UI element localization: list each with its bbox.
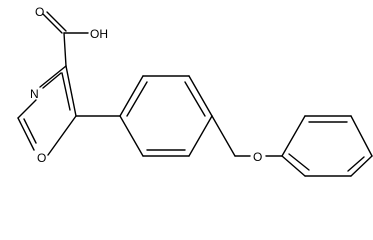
carboxylic-acid-group: [42, 11, 89, 67]
bond-c5-c4-inner: [61, 72, 71, 111]
bond-p6-p1: [281, 155, 306, 177]
bond-c2-o1: [17, 117, 35, 151]
benzyloxy-linker: [211, 115, 283, 157]
benzene-ring-central: [119, 75, 213, 157]
bond-c4-n3-inner: [42, 72, 62, 89]
bond-p3-p4: [350, 115, 373, 157]
bond-n3-c2: [17, 99, 37, 119]
atom-label-oh: OH: [90, 27, 108, 41]
chemical-structure-diagram: O OH N O O: [17, 5, 373, 177]
atom-label-n: N: [30, 87, 39, 101]
bond-c-o-double-a: [42, 13, 63, 34]
atom-label-carbonyl-o: O: [35, 5, 44, 19]
bond-p1-p2: [281, 115, 306, 157]
bond-p6-p1-inner: [288, 153, 310, 171]
bond-b3-b4: [188, 75, 213, 117]
bond-c-o-double-b: [46, 11, 67, 32]
bond-c4-n3: [39, 65, 67, 88]
benzene-ring-phenyl: [281, 115, 373, 177]
bond-c5-c4: [65, 65, 77, 117]
bond-benzene-ch2: [211, 115, 236, 157]
bond-o1-c5: [47, 115, 77, 156]
bond-b1-b2: [119, 75, 144, 117]
bond-b1-b2-inner: [126, 81, 148, 117]
bond-p4-p5: [350, 155, 373, 177]
oxazole-ring: [17, 65, 77, 156]
atom-label-ether-o: O: [253, 150, 262, 164]
bond-c4-cooh: [63, 32, 67, 67]
atom-label-ring-o: O: [37, 151, 46, 165]
bond-p4-p5-inner: [347, 156, 365, 172]
bond-c2-o1-inner: [23, 118, 37, 144]
bond-b3-b4-inner: [184, 81, 206, 117]
bond-b4-b5: [188, 115, 213, 157]
bond-b6-b1: [119, 115, 144, 157]
